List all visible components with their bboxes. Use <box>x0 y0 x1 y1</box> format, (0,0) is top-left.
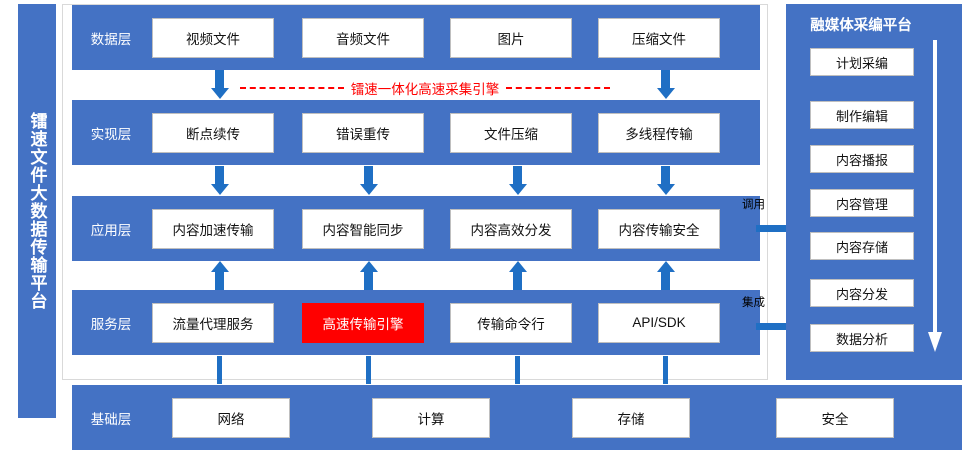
node-traffic-proxy-service[interactable]: 流量代理服务 <box>152 302 274 343</box>
node-api-sdk[interactable]: API/SDK <box>598 302 720 343</box>
layer-cells-data: 视频文件 音频文件 图片 压缩文件 <box>150 5 760 70</box>
layer-label-service: 服务层 <box>90 316 132 332</box>
connector-data-to-impl-1-head <box>211 88 229 99</box>
connector-svc-to-app-4 <box>661 272 670 290</box>
connector-impl-to-app-2 <box>364 166 373 186</box>
layer-band-implementation: 实现层 断点续传 错误重传 文件压缩 多线程传输 <box>72 100 760 165</box>
node-audio-file[interactable]: 音频文件 <box>302 17 424 58</box>
acquisition-engine-label: 镭速一体化高速采集引擎 <box>350 82 500 97</box>
node-high-speed-transfer-engine[interactable]: 高速传输引擎 <box>302 302 424 343</box>
connector-impl-to-app-2-head <box>360 184 378 195</box>
panel-item-content-storage[interactable]: 内容存储 <box>810 232 914 260</box>
connector-impl-to-app-1 <box>215 166 224 186</box>
link-shaft-integrate <box>756 323 788 330</box>
workflow-arrow-tip <box>928 332 942 352</box>
layer-label-implementation: 实现层 <box>90 126 132 142</box>
connector-svc-to-app-3 <box>513 272 522 290</box>
stub-infra-to-service-4 <box>663 356 668 384</box>
layer-cells-application: 内容加速传输 内容智能同步 内容高效分发 内容传输安全 <box>150 196 760 261</box>
layer-cells-service: 流量代理服务 高速传输引擎 传输命令行 API/SDK <box>150 290 760 355</box>
node-archive-file[interactable]: 压缩文件 <box>598 17 720 58</box>
connector-impl-to-app-4-head <box>657 184 675 195</box>
link-label-integrate: 集成 <box>742 297 765 309</box>
workflow-arrow-stem <box>933 40 937 332</box>
acquisition-engine-banner: 镭速一体化高速采集引擎 <box>240 78 610 98</box>
connector-impl-to-app-3-head <box>509 184 527 195</box>
connector-impl-to-app-4 <box>661 166 670 186</box>
layer-cells-infrastructure: 网络 计算 存储 安全 <box>150 385 962 450</box>
dash-right <box>506 87 610 89</box>
layer-band-data: 数据层 视频文件 音频文件 图片 压缩文件 <box>72 5 760 70</box>
panel-item-data-analysis[interactable]: 数据分析 <box>810 324 914 352</box>
media-platform-title: 融媒体采编平台 <box>810 18 912 34</box>
node-network[interactable]: 网络 <box>172 397 290 438</box>
stub-infra-to-service-3 <box>515 356 520 384</box>
node-transfer-cli[interactable]: 传输命令行 <box>450 302 572 343</box>
platform-title-bar: 镭速文件大数据传输平台 <box>18 4 56 418</box>
panel-item-production-editing[interactable]: 制作编辑 <box>810 101 914 129</box>
layer-band-service: 服务层 流量代理服务 高速传输引擎 传输命令行 API/SDK <box>72 290 760 355</box>
node-multithread-transfer[interactable]: 多线程传输 <box>598 112 720 153</box>
node-file-compression[interactable]: 文件压缩 <box>450 112 572 153</box>
connector-impl-to-app-3 <box>513 166 522 186</box>
connector-svc-to-app-3-head <box>509 261 527 272</box>
node-accelerated-transfer[interactable]: 内容加速传输 <box>152 208 274 249</box>
node-resume-transfer[interactable]: 断点续传 <box>152 112 274 153</box>
layer-band-application: 应用层 内容加速传输 内容智能同步 内容高效分发 内容传输安全 <box>72 196 760 261</box>
node-efficient-distribution[interactable]: 内容高效分发 <box>450 208 572 249</box>
layer-label-application: 应用层 <box>90 222 132 238</box>
layer-band-infrastructure: 基础层 网络 计算 存储 安全 <box>72 385 962 450</box>
workflow-down-arrow-icon <box>928 40 942 352</box>
layer-cells-implementation: 断点续传 错误重传 文件压缩 多线程传输 <box>150 100 760 165</box>
stub-infra-to-service-1 <box>217 356 222 384</box>
connector-svc-to-app-1-head <box>211 261 229 272</box>
layer-label-infrastructure: 基础层 <box>90 411 132 427</box>
connector-svc-to-app-4-head <box>657 261 675 272</box>
node-image[interactable]: 图片 <box>450 17 572 58</box>
connector-data-to-impl-4 <box>661 70 670 90</box>
node-smart-sync[interactable]: 内容智能同步 <box>302 208 424 249</box>
panel-item-content-broadcast[interactable]: 内容播报 <box>810 145 914 173</box>
connector-svc-to-app-2 <box>364 272 373 290</box>
node-compute[interactable]: 计算 <box>372 397 490 438</box>
node-video-file[interactable]: 视频文件 <box>152 17 274 58</box>
layer-label-data: 数据层 <box>90 31 132 47</box>
panel-item-content-distribution[interactable]: 内容分发 <box>810 279 914 307</box>
link-shaft-invoke <box>756 225 788 232</box>
platform-vertical-title: 镭速文件大数据传输平台 <box>27 112 47 310</box>
connector-svc-to-app-2-head <box>360 261 378 272</box>
connector-data-to-impl-4-head <box>657 88 675 99</box>
media-platform-panel: 融媒体采编平台 计划采编 制作编辑 内容播报 内容管理 内容存储 内容分发 数据… <box>786 4 962 380</box>
panel-item-content-management[interactable]: 内容管理 <box>810 189 914 217</box>
node-storage[interactable]: 存储 <box>572 397 690 438</box>
node-error-retransmit[interactable]: 错误重传 <box>302 112 424 153</box>
stub-infra-to-service-2 <box>366 356 371 384</box>
node-transfer-security[interactable]: 内容传输安全 <box>598 208 720 249</box>
connector-impl-to-app-1-head <box>211 184 229 195</box>
connector-svc-to-app-1 <box>215 272 224 290</box>
dash-left <box>240 87 344 89</box>
connector-data-to-impl-1 <box>215 70 224 90</box>
panel-item-plan-editing[interactable]: 计划采编 <box>810 48 914 76</box>
node-security[interactable]: 安全 <box>776 397 894 438</box>
link-label-invoke: 调用 <box>742 199 765 211</box>
